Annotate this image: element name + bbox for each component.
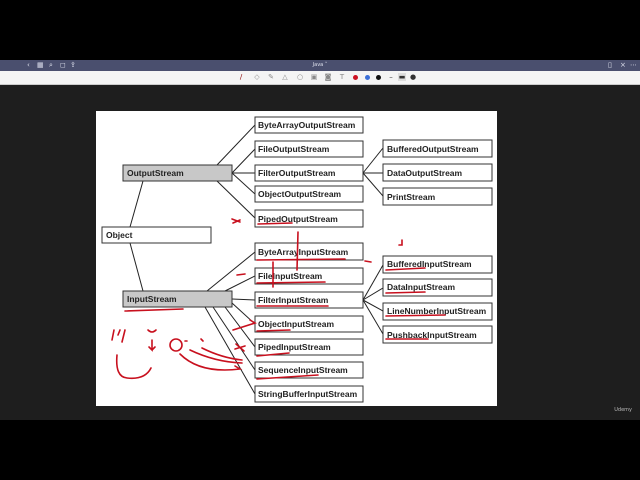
box-input-child: StringBufferInputStream [254,385,364,403]
box-label: FilterInputStream [258,295,329,305]
box-output-child: ByteArrayOutputStream [254,116,364,134]
camera-icon[interactable]: ◙ [324,73,332,81]
pen-icon[interactable]: / [239,73,243,81]
box-object: Object [101,226,212,244]
box-label: FileInputStream [258,271,323,281]
box-label: BufferedOutputStream [387,144,479,154]
box-label: FilterOutputStream [258,168,336,178]
box-label: BufferedInputStream [387,259,472,269]
box-filter-input-child: BufferedInputStream [382,255,493,274]
text-icon[interactable]: T [339,73,345,81]
app-topbar: ‹ ▦ ⌕ ◻ ⇪ Java ˅ ▯ × ⋯ [0,60,640,71]
box-label: ByteArrayOutputStream [258,120,356,130]
box-label: DataInputStream [387,282,455,292]
shapes-icon[interactable]: △ [282,73,288,81]
box-input-child: ObjectInputStream [254,315,364,333]
box-label: ObjectOutputStream [258,189,342,199]
more-icon[interactable]: ⋯ [630,61,637,69]
box-output-child: PipedOutputStream [254,209,364,228]
box-label: Object [106,230,133,240]
annotation-toolbar: / ◇ ✎ △ ○ ▣ ◙ T – ▬ ● [0,71,640,85]
back-icon[interactable]: ‹ [27,61,30,69]
box-filter-input-child: PushbackInputStream [382,325,493,344]
box-label: PrintStream [387,192,436,202]
highlighter-icon[interactable]: ✎ [268,73,274,81]
document-icon[interactable]: ▯ [608,61,612,69]
box-filter-output-child: BufferedOutputStream [382,139,493,158]
red-handwritten-annotations [111,218,446,380]
close-icon[interactable]: × [620,61,626,69]
box-label: ObjectInputStream [258,319,334,329]
eraser-icon[interactable]: ◇ [254,73,260,81]
thin-stroke-icon[interactable]: – [389,73,393,81]
udemy-watermark: Udemy [614,407,632,413]
box-output-child: FilterOutputStream [254,164,364,182]
share-icon[interactable]: ⇪ [70,61,76,69]
box-label: DataOutputStream [387,168,463,178]
box-output-child: FileOutputStream [254,140,364,158]
search-icon[interactable]: ⌕ [49,61,53,69]
box-outputstream: OutputStream [122,164,233,182]
red-color-swatch[interactable] [353,75,358,80]
box-label: StringBufferInputStream [258,389,358,399]
box-label: InputStream [127,294,177,304]
box-label: OutputStream [127,168,184,178]
box-label: SequenceInputStream [258,365,348,375]
box-label: PipedInputStream [258,342,331,352]
box-filter-output-child: DataOutputStream [382,163,493,182]
box-input-child: PipedInputStream [254,338,364,356]
box-inputstream: InputStream [122,290,233,308]
lasso-icon[interactable]: ○ [296,73,304,81]
thick-stroke-icon[interactable]: ● [409,73,417,81]
bookmark-icon[interactable]: ◻ [60,61,66,69]
box-label: ByteArrayInputStream [258,247,349,257]
box-label: LineNumberInputStream [387,306,487,316]
image-icon[interactable]: ▣ [310,73,318,81]
box-input-child: ByteArrayInputStream [254,242,364,261]
box-input-child: FileInputStream [254,267,364,285]
document-title[interactable]: Java ˅ [312,62,328,68]
box-label: FileOutputStream [258,144,330,154]
grid-icon[interactable]: ▦ [37,61,44,69]
box-output-child: ObjectOutputStream [254,185,364,203]
box-filter-input-child: LineNumberInputStream [382,302,493,321]
medium-stroke-icon[interactable]: ▬ [398,73,406,81]
blue-color-swatch[interactable] [365,75,370,80]
box-input-child: SequenceInputStream [254,361,364,379]
black-color-swatch[interactable] [376,75,381,80]
box-label: PipedOutputStream [258,214,338,224]
box-label: PushbackInputStream [387,330,477,340]
box-filter-output-child: PrintStream [382,187,493,206]
box-input-child: FilterInputStream [254,291,364,309]
